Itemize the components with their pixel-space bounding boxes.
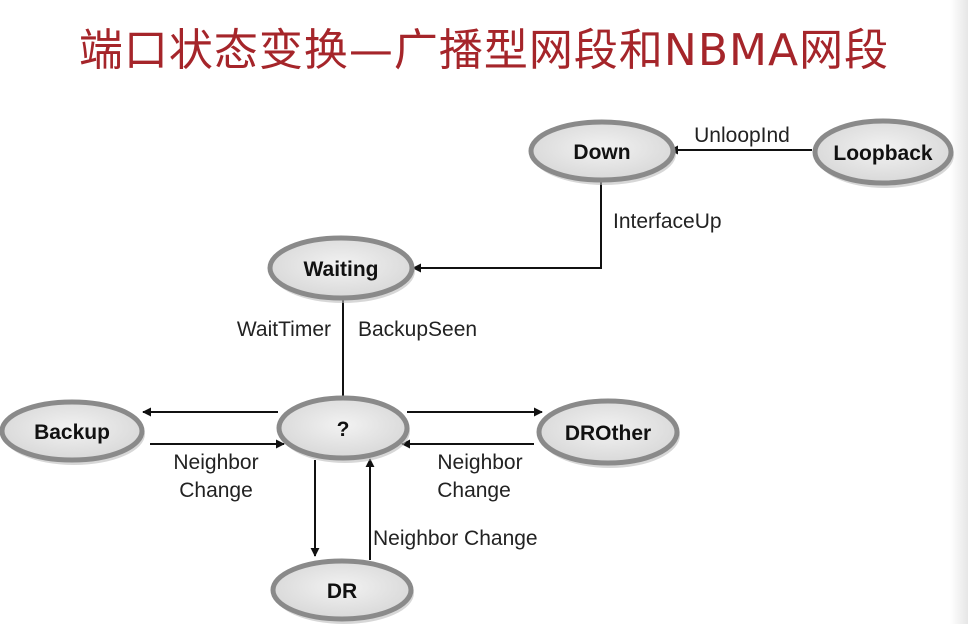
edge-label-interfaceup: InterfaceUp [613, 210, 722, 233]
edge-label-backupseen: BackupSeen [358, 318, 477, 341]
edge-label-backup-nc-2: Change [179, 479, 253, 502]
edge-label-drother-nc-1: Neighbor [437, 451, 522, 474]
edge-down-to-waiting [412, 180, 602, 273]
edge-label-backup-nc-1: Neighbor [173, 451, 258, 474]
edge-label-unloopind: UnloopInd [694, 124, 790, 147]
node-drother: DROther [536, 398, 680, 468]
node-backup-label: Backup [34, 421, 110, 444]
node-dr: DR [270, 558, 414, 624]
node-decision: ? [276, 395, 410, 463]
edge-label-drother-nc-2: Change [437, 479, 511, 502]
node-loopback-label: Loopback [833, 142, 932, 165]
node-loopback: Loopback [812, 118, 954, 188]
node-decision-label: ? [337, 418, 350, 441]
node-waiting-label: Waiting [303, 258, 378, 281]
node-down: Down [528, 119, 676, 185]
node-down-label: Down [573, 141, 630, 164]
node-backup: Backup [0, 399, 145, 465]
edge-label-waittimer: WaitTimer [237, 318, 331, 341]
edge-label-dr-nc: Neighbor Change [373, 527, 538, 550]
node-drother-label: DROther [565, 422, 651, 445]
node-dr-label: DR [327, 580, 357, 603]
node-waiting: Waiting [267, 235, 415, 303]
slide-title: 端口状态变换—广播型网段和NBMA网段 [78, 25, 890, 76]
slide-edge-shadow [950, 0, 968, 624]
